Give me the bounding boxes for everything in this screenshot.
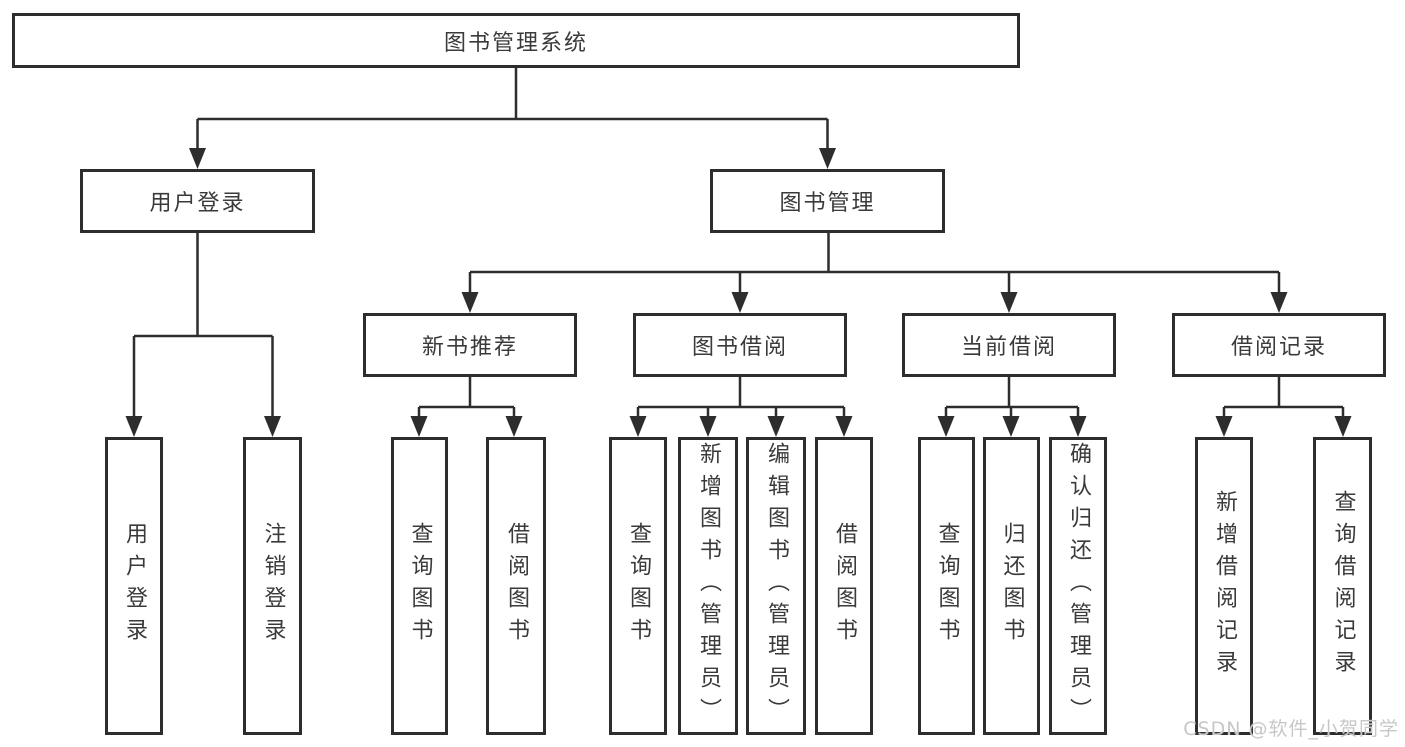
node-book-borrow: 图书借阅 [633, 313, 847, 377]
leaf-query-books-recommend: 查询图书 [391, 437, 448, 735]
leaf-borrow-books: 借阅图书 [815, 437, 873, 735]
leaf-label: 编辑图书（管理员） [764, 442, 789, 730]
leaf-label: 查询借阅记录 [1330, 490, 1356, 682]
node-new-book-recommend: 新书推荐 [363, 313, 577, 377]
leaf-return-books: 归还图书 [983, 437, 1040, 735]
leaf-label: 新增借阅记录 [1212, 490, 1237, 682]
node-user-login: 用户登录 [80, 169, 315, 233]
leaf-user-login: 用户登录 [105, 437, 163, 735]
csdn-watermark: CSDN @软件_小贺同学 [1183, 718, 1399, 740]
leaf-label: 注销登录 [260, 522, 286, 650]
leaf-label: 归还图书 [999, 522, 1025, 650]
leaf-query-borrow-record: 查询借阅记录 [1313, 437, 1372, 735]
leaf-add-borrow-record: 新增借阅记录 [1195, 437, 1253, 735]
leaf-label: 查询图书 [626, 522, 651, 650]
leaf-query-books-current: 查询图书 [918, 437, 975, 735]
leaf-label: 借阅图书 [832, 522, 857, 650]
leaf-edit-books-admin: 编辑图书（管理员） [746, 437, 806, 735]
node-borrow-records: 借阅记录 [1172, 313, 1386, 377]
leaf-borrow-books-recommend: 借阅图书 [486, 437, 546, 735]
leaf-confirm-return-admin: 确认归还（管理员） [1049, 437, 1107, 735]
leaf-label: 查询图书 [407, 522, 433, 650]
leaf-label: 新增图书（管理员） [696, 442, 721, 730]
node-current-borrow: 当前借阅 [902, 313, 1116, 377]
node-root-library-system: 图书管理系统 [12, 13, 1020, 68]
leaf-add-books-admin: 新增图书（管理员） [678, 437, 738, 735]
leaf-label: 用户登录 [122, 522, 147, 650]
leaf-logout: 注销登录 [243, 437, 302, 735]
leaf-label: 借阅图书 [504, 522, 529, 650]
node-book-management: 图书管理 [710, 169, 945, 233]
leaf-label: 查询图书 [934, 522, 960, 650]
leaf-label: 确认归还（管理员） [1066, 442, 1091, 730]
leaf-query-books-borrow: 查询图书 [609, 437, 667, 735]
